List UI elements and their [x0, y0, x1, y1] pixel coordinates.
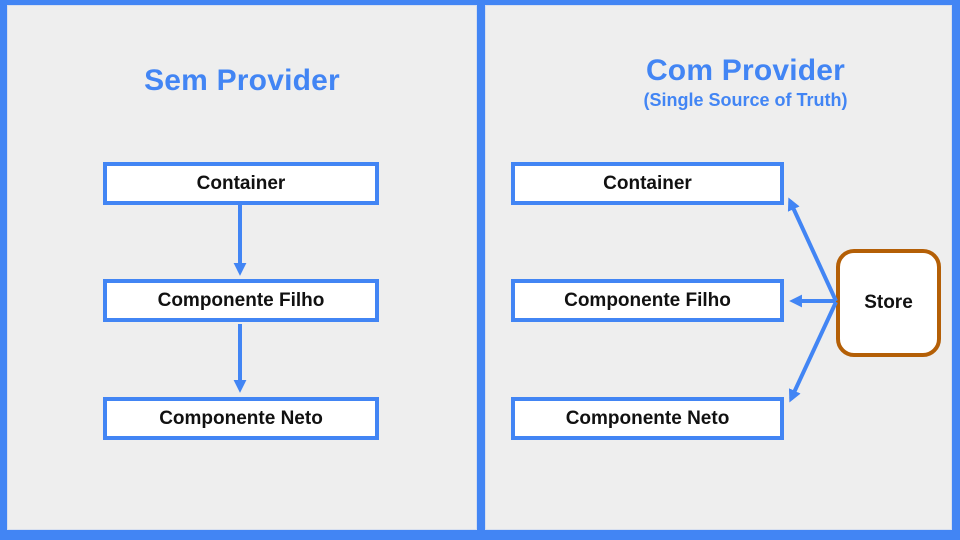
left-panel-title: Sem Provider	[144, 64, 340, 97]
right-panel-title: Com Provider	[645, 54, 846, 87]
right-node-componente-neto: Componente Neto	[511, 397, 784, 440]
left-node-container: Container	[103, 162, 379, 205]
right-panel-subtitle: (Single Source of Truth)	[643, 90, 848, 110]
left-panel: Sem Provider Container Componente Filho …	[7, 5, 477, 530]
left-node-componente-neto: Componente Neto	[103, 397, 379, 440]
right-panel: Com Provider (Single Source of Truth) Co…	[485, 5, 952, 530]
right-node-container: Container	[511, 162, 784, 205]
store-node: Store	[836, 249, 941, 357]
left-node-componente-filho: Componente Filho	[103, 279, 379, 322]
right-node-componente-filho: Componente Filho	[511, 279, 784, 322]
